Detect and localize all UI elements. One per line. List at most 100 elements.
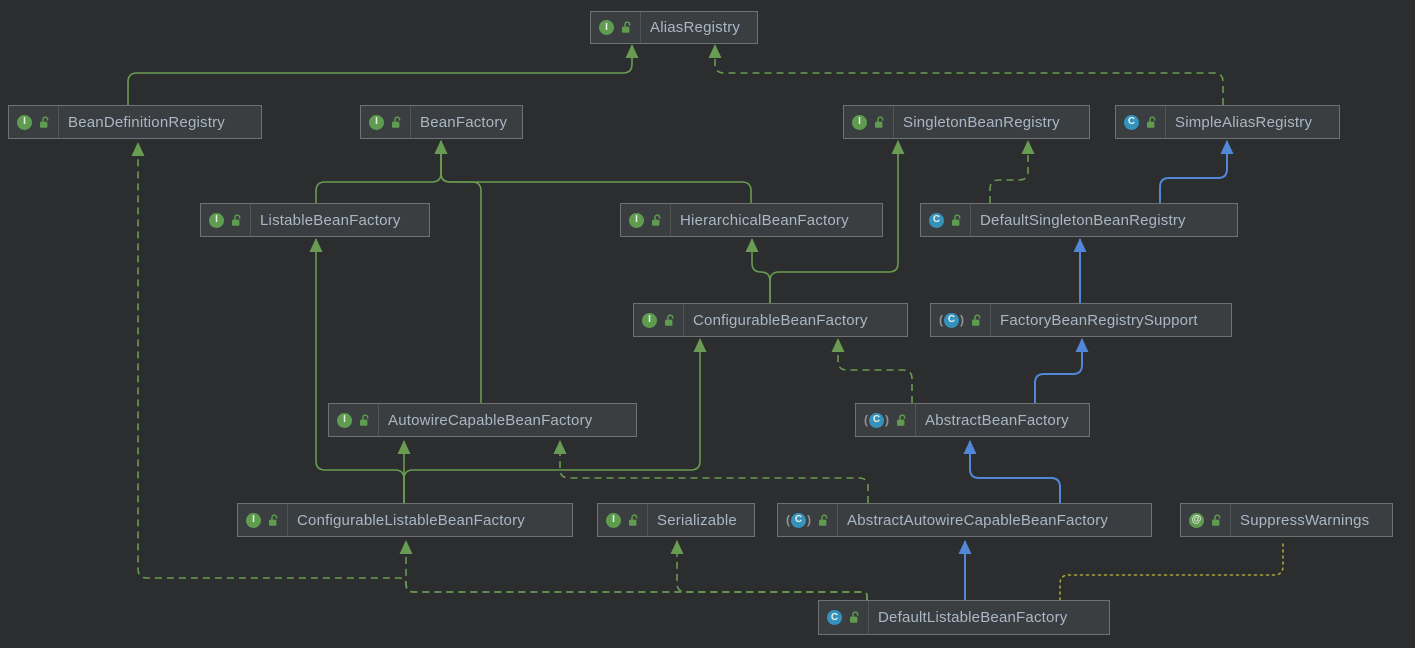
interface-icon: I bbox=[209, 212, 224, 228]
header-divider bbox=[410, 106, 411, 138]
abstract-class-icon: (C) bbox=[864, 412, 889, 428]
arrowhead-abstract-autowire-capable-bean-factory bbox=[958, 540, 972, 554]
edge-implements-abstract-autowire-capable-bean-factory-to-autowire-capable-bean-factory bbox=[559, 441, 869, 503]
public-lock-icon bbox=[951, 213, 962, 227]
node-label: BeanFactory bbox=[420, 113, 508, 131]
edge-implements-default-singleton-bean-registry-to-singleton-bean-registry bbox=[989, 141, 1029, 203]
node-bean-definition-registry[interactable]: I BeanDefinitionRegistry bbox=[8, 105, 262, 139]
node-simple-alias-registry[interactable]: C SimpleAliasRegistry bbox=[1115, 105, 1340, 139]
header-divider bbox=[640, 12, 641, 43]
node-label: FactoryBeanRegistrySupport bbox=[1000, 311, 1198, 329]
edge-implements-abstract-bean-factory-to-configurable-bean-factory bbox=[837, 339, 913, 403]
node-icons: I bbox=[246, 512, 279, 528]
edge-extends-default-singleton-bean-registry-to-simple-alias-registry bbox=[1159, 141, 1228, 203]
abstract-paren: ) bbox=[960, 313, 964, 327]
edge-extends-configurable-listable-bean-factory-to-listable-bean-factory bbox=[315, 239, 405, 503]
node-icons: I bbox=[852, 114, 885, 130]
node-icons: I bbox=[642, 312, 675, 328]
node-suppress-warnings[interactable]: @ SuppressWarnings bbox=[1180, 503, 1393, 537]
arrowhead-bean-factory bbox=[434, 140, 448, 154]
header-divider bbox=[683, 304, 684, 336]
node-abstract-bean-factory[interactable]: (C) AbstractBeanFactory bbox=[855, 403, 1090, 437]
public-lock-icon bbox=[896, 413, 907, 427]
abstract-class-icon: C bbox=[869, 412, 884, 428]
node-label: AutowireCapableBeanFactory bbox=[388, 411, 593, 429]
abstract-class-icon: C bbox=[791, 512, 806, 528]
node-configurable-bean-factory[interactable]: I ConfigurableBeanFactory bbox=[633, 303, 908, 337]
node-label: ConfigurableBeanFactory bbox=[693, 311, 868, 329]
node-bean-factory[interactable]: I BeanFactory bbox=[360, 105, 523, 139]
arrowhead-autowire-capable-bean-factory bbox=[553, 440, 567, 454]
edge-annotated-with-default-listable-bean-factory-to-suppress-warnings bbox=[1059, 540, 1284, 601]
public-lock-icon bbox=[971, 313, 982, 327]
node-label: DefaultListableBeanFactory bbox=[878, 609, 1068, 626]
node-abstract-autowire-capable-bean-factory[interactable]: (C) AbstractAutowireCapableBeanFactory bbox=[777, 503, 1152, 537]
header-divider bbox=[1165, 106, 1166, 138]
edge-extends-autowire-capable-bean-factory-to-bean-factory bbox=[440, 141, 482, 403]
arrowhead-hierarchical-bean-factory bbox=[745, 238, 759, 252]
public-lock-icon bbox=[664, 313, 675, 327]
edge-implements-default-listable-bean-factory-to-serializable bbox=[676, 541, 868, 600]
arrowhead-bean-factory bbox=[434, 140, 448, 154]
abstract-class-icon: C bbox=[944, 312, 959, 328]
class-icon: C bbox=[1124, 114, 1139, 130]
arrowhead-configurable-bean-factory bbox=[831, 338, 845, 352]
node-default-singleton-bean-registry[interactable]: C DefaultSingletonBeanRegistry bbox=[920, 203, 1238, 237]
header-divider bbox=[970, 204, 971, 236]
edge-extends-listable-bean-factory-to-bean-factory bbox=[315, 141, 442, 203]
abstract-paren: ( bbox=[864, 413, 868, 427]
node-icons: (C) bbox=[786, 512, 829, 528]
header-divider bbox=[990, 304, 991, 336]
node-label: AliasRegistry bbox=[650, 19, 741, 36]
node-label: AbstractBeanFactory bbox=[925, 411, 1069, 429]
node-icons: I bbox=[599, 20, 632, 35]
interface-icon: I bbox=[852, 114, 867, 130]
header-divider bbox=[915, 404, 916, 436]
header-divider bbox=[250, 204, 251, 236]
node-listable-bean-factory[interactable]: I ListableBeanFactory bbox=[200, 203, 430, 237]
node-hierarchical-bean-factory[interactable]: I HierarchicalBeanFactory bbox=[620, 203, 883, 237]
public-lock-icon bbox=[818, 513, 829, 527]
edge-extends-hierarchical-bean-factory-to-bean-factory bbox=[440, 141, 752, 203]
node-icons: (C) bbox=[864, 412, 907, 428]
node-icons: I bbox=[17, 114, 50, 130]
node-label: BeanDefinitionRegistry bbox=[68, 113, 225, 131]
interface-icon: I bbox=[369, 114, 384, 130]
abstract-paren: ( bbox=[786, 513, 790, 527]
node-alias-registry[interactable]: I AliasRegistry bbox=[590, 11, 758, 44]
node-configurable-listable-bean-factory[interactable]: I ConfigurableListableBeanFactory bbox=[237, 503, 573, 537]
node-label: SingletonBeanRegistry bbox=[903, 113, 1060, 131]
node-label: ConfigurableListableBeanFactory bbox=[297, 511, 525, 529]
edge-implements-simple-alias-registry-to-alias-registry bbox=[714, 45, 1224, 105]
public-lock-icon bbox=[621, 21, 632, 34]
node-icons: I bbox=[337, 412, 370, 428]
abstract-paren: ( bbox=[939, 313, 943, 327]
public-lock-icon bbox=[651, 213, 662, 227]
node-label: SimpleAliasRegistry bbox=[1175, 113, 1313, 131]
header-divider bbox=[378, 404, 379, 436]
class-icon: C bbox=[929, 212, 944, 228]
arrowhead-factory-bean-registry-support bbox=[1075, 338, 1089, 352]
public-lock-icon bbox=[1211, 513, 1222, 527]
abstract-paren: ) bbox=[885, 413, 889, 427]
edge-extends-abstract-bean-factory-to-factory-bean-registry-support bbox=[1034, 339, 1083, 403]
node-factory-bean-registry-support[interactable]: (C) FactoryBeanRegistrySupport bbox=[930, 303, 1232, 337]
arrowhead-configurable-listable-bean-factory bbox=[399, 540, 413, 554]
node-icons: C bbox=[1124, 114, 1157, 130]
node-label: ListableBeanFactory bbox=[260, 211, 401, 229]
arrowhead-abstract-bean-factory bbox=[963, 440, 977, 454]
node-singleton-bean-registry[interactable]: I SingletonBeanRegistry bbox=[843, 105, 1090, 139]
public-lock-icon bbox=[849, 611, 860, 624]
arrowhead-autowire-capable-bean-factory bbox=[397, 440, 411, 454]
arrowhead-serializable bbox=[670, 540, 684, 554]
header-divider bbox=[893, 106, 894, 138]
node-autowire-capable-bean-factory[interactable]: I AutowireCapableBeanFactory bbox=[328, 403, 637, 437]
interface-icon: I bbox=[606, 512, 621, 528]
node-serializable[interactable]: I Serializable bbox=[597, 503, 755, 537]
header-divider bbox=[58, 106, 59, 138]
public-lock-icon bbox=[874, 115, 885, 129]
arrowhead-singleton-bean-registry bbox=[1021, 140, 1035, 154]
abstract-paren: ) bbox=[807, 513, 811, 527]
node-default-listable-bean-factory[interactable]: C DefaultListableBeanFactory bbox=[818, 600, 1110, 635]
